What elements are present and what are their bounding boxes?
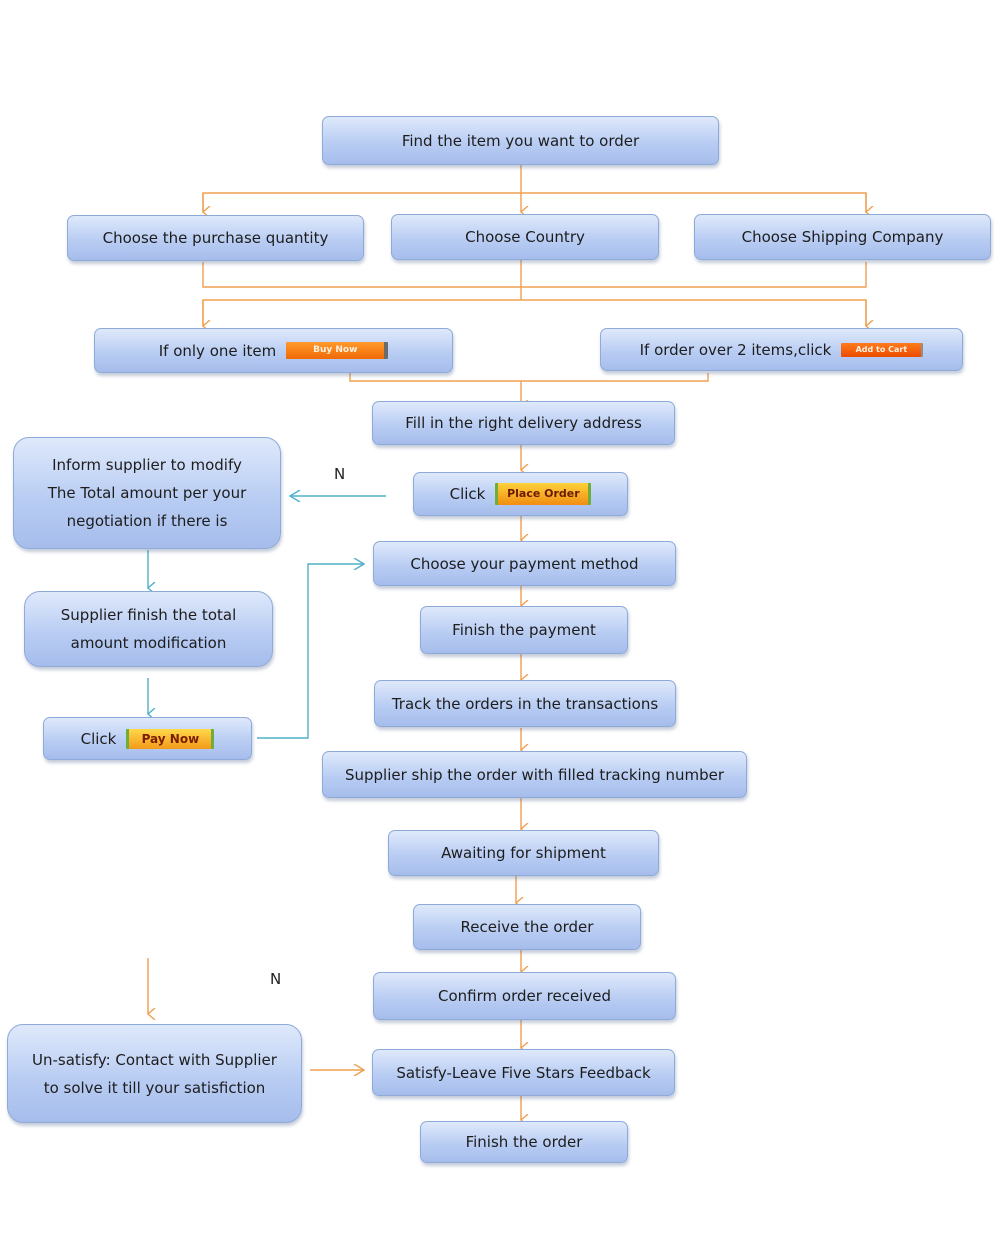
place-order-button: Place Order (495, 483, 592, 505)
fanout-bar (202, 192, 867, 212)
node-payment-method: Choose your payment method (373, 541, 676, 586)
node-finish-payment: Finish the payment (420, 606, 628, 654)
merge-bar (202, 262, 867, 288)
node-awaiting-shipment: Awaiting for shipment (388, 830, 659, 876)
node-choose-country: Choose Country (391, 214, 659, 260)
no-label-upper: N (334, 465, 346, 483)
node-supplier-finish: Supplier finish the total amount modific… (24, 591, 273, 667)
node-fill-address: Fill in the right delivery address (372, 401, 675, 445)
node-satisfy-feedback: Satisfy-Leave Five Stars Feedback (372, 1049, 675, 1096)
split-bar (202, 299, 867, 326)
node-click-pay-now: Click Pay Now (43, 717, 252, 760)
node-confirm-received: Confirm order received (373, 972, 676, 1020)
node-receive-order: Receive the order (413, 904, 641, 950)
node-supplier-ship: Supplier ship the order with filled trac… (322, 751, 747, 798)
node-choose-shipping: Choose Shipping Company (694, 214, 991, 260)
node-over-two-items: If order over 2 items,click Add to Cart (600, 328, 963, 371)
node-click-place-order: Click Place Order (413, 472, 628, 516)
pay-now-button: Pay Now (126, 728, 215, 749)
arrow-pay-to-payment-method (257, 564, 364, 739)
node-choose-quantity: Choose the purchase quantity (67, 215, 364, 261)
node-finish-order: Finish the order (420, 1121, 628, 1163)
node-find-item: Find the item you want to order (322, 116, 719, 165)
no-label-lower: N (270, 970, 282, 988)
node-unsatisfy: Un-satisfy: Contact with Supplier to sol… (7, 1024, 302, 1123)
node-track-orders: Track the orders in the transactions (374, 680, 676, 727)
node-inform-supplier: Inform supplier to modify The Total amou… (13, 437, 281, 549)
add-to-cart-button: Add to Cart (841, 342, 924, 357)
node-one-item: If only one item Buy Now (94, 328, 453, 373)
join-bar (349, 373, 709, 382)
buy-now-button: Buy Now (286, 342, 389, 359)
